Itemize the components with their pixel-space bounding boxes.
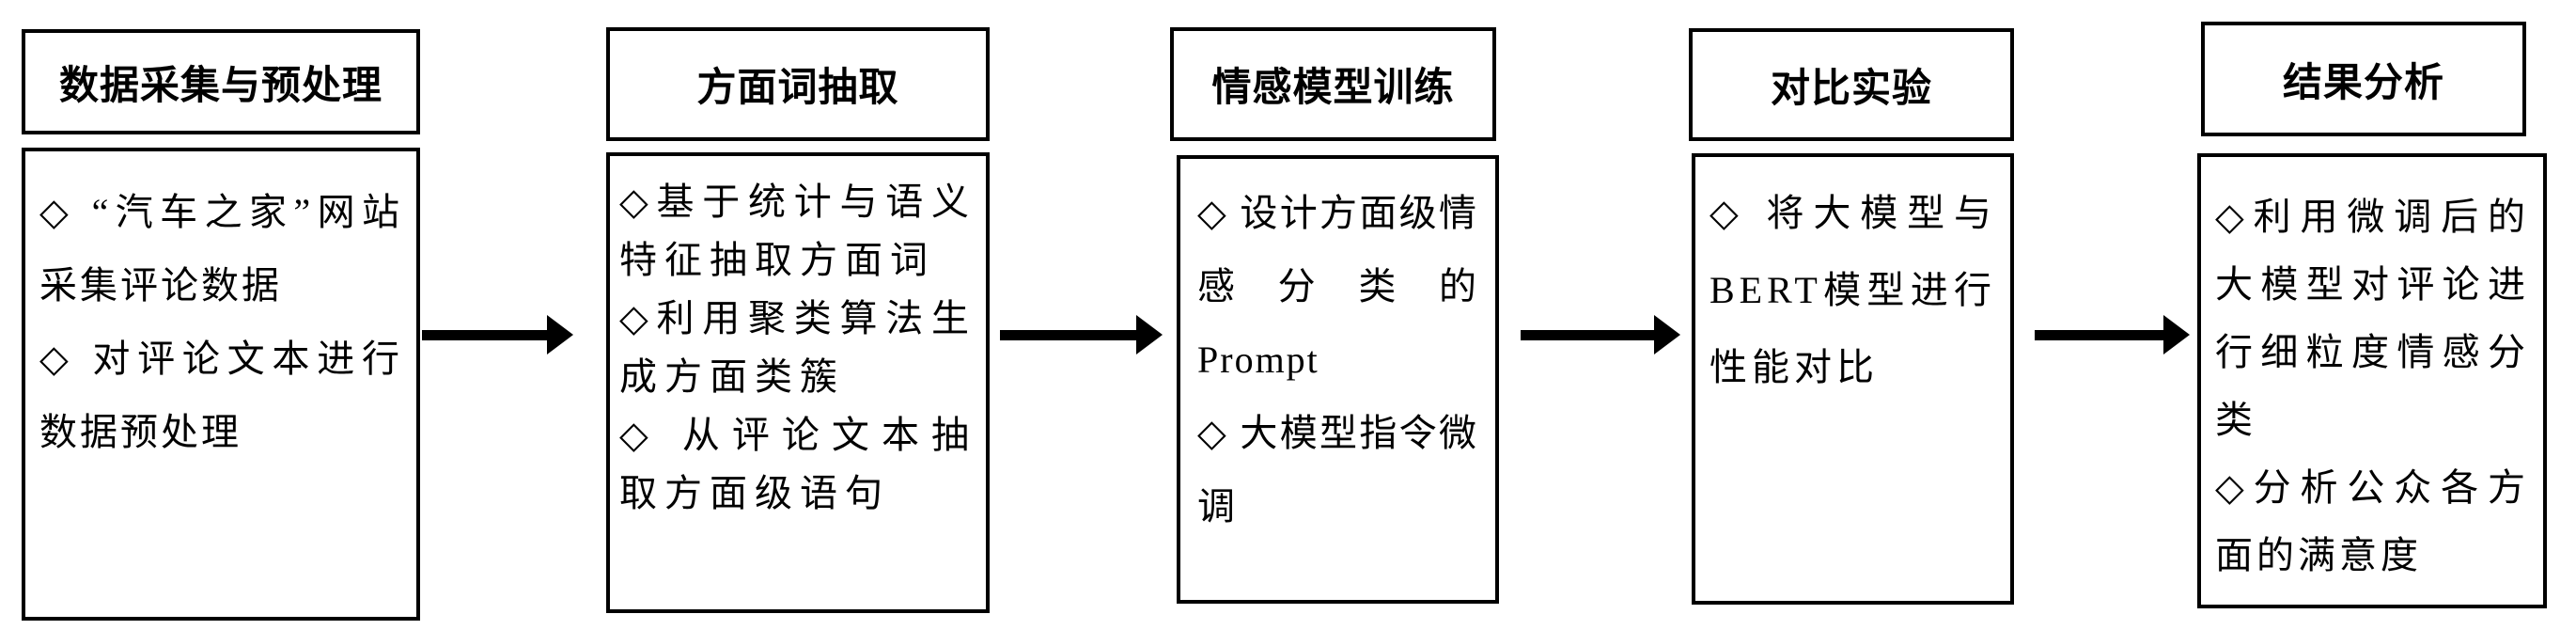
bullet-item: ◇ 设计方面级情感分类的 Prompt <box>1197 192 1478 381</box>
right-arrow-icon <box>2163 315 2190 354</box>
flow-arrow <box>1000 315 1163 354</box>
arrow-shaft <box>422 330 549 340</box>
right-arrow-icon <box>1136 315 1163 354</box>
right-arrow-icon <box>1654 315 1680 354</box>
bullet-item: ◇ 从评论文本抽取方面级语句 <box>619 414 976 514</box>
bullet-item: ◇利用聚类算法生成方面类簇 <box>619 297 976 398</box>
stage-content-data-collection: ◇ “汽车之家”网站采集评论数据 ◇ 对评论文本进行数据预处理 <box>22 148 420 621</box>
right-arrow-icon <box>547 315 573 354</box>
stage-title-comparison-experiment: 对比实验 <box>1689 28 2014 141</box>
bullet-item: ◇分析公众各方面的满意度 <box>2215 466 2529 576</box>
arrow-shaft <box>1521 330 1656 340</box>
arrow-shaft <box>1000 330 1138 340</box>
stage-content-sentiment-model-training: ◇ 设计方面级情感分类的 Prompt ◇ 大模型指令微调 <box>1177 155 1499 604</box>
bullet-item: ◇ 大模型指令微调 <box>1197 412 1478 528</box>
stage-title-result-analysis: 结果分析 <box>2201 22 2526 136</box>
bullet-item: ◇ 将大模型与BERT模型进行性能对比 <box>1710 192 1996 388</box>
stage-title-aspect-extraction: 方面词抽取 <box>606 27 990 141</box>
stage-content-result-analysis: ◇利用微调后的大模型对评论进行细粒度情感分类 ◇分析公众各方面的满意度 <box>2197 153 2547 608</box>
stage-title-sentiment-model-training: 情感模型训练 <box>1170 27 1496 141</box>
flow-arrow <box>422 315 573 354</box>
bullet-item: ◇ “汽车之家”网站采集评论数据 <box>39 191 402 307</box>
stage-content-comparison-experiment: ◇ 将大模型与BERT模型进行性能对比 <box>1692 153 2014 605</box>
bullet-item: ◇利用微调后的大模型对评论进行细粒度情感分类 <box>2215 196 2529 441</box>
bullet-item: ◇ 对评论文本进行数据预处理 <box>39 338 402 453</box>
arrow-shaft <box>2035 330 2165 340</box>
flow-arrow <box>1521 315 1680 354</box>
stage-title-data-collection: 数据采集与预处理 <box>22 29 420 134</box>
flow-arrow <box>2035 315 2190 354</box>
bullet-item: ◇基于统计与语义特征抽取方面词 <box>619 181 976 281</box>
stage-content-aspect-extraction: ◇基于统计与语义特征抽取方面词 ◇利用聚类算法生成方面类簇 ◇ 从评论文本抽取方… <box>606 152 990 613</box>
